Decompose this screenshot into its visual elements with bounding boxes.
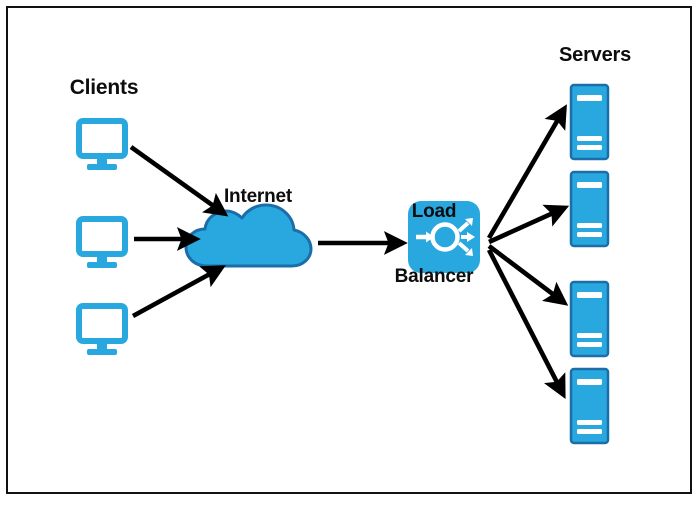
arrow-client3-to-internet [131,265,226,319]
client-3-monitor-icon [76,303,128,355]
load-balancer-label-line2: Balancer [394,266,474,288]
internet-label: Internet [223,186,293,207]
arrow-client1-to-internet [129,145,229,217]
load-balancer-label: Load Balancer [377,157,491,332]
load-balancer-icon [408,201,480,273]
arrow-loadbalancer-to-server4 [486,248,566,399]
servers-label: Servers [559,44,631,66]
server-4-icon [569,367,610,445]
client-1-monitor-icon [76,118,128,170]
clients-label: Clients [69,76,139,99]
server-1-icon [569,83,610,161]
server-2-icon [569,170,610,248]
client-2-monitor-icon [76,216,128,268]
arrow-loadbalancer-to-server3 [487,244,569,306]
internet-cloud-icon [184,203,313,268]
load-balancer-label-line1: Load [411,200,457,222]
arrow-loadbalancer-to-server1 [487,104,567,240]
server-3-icon [569,280,610,358]
arrow-loadbalancer-to-server2 [488,204,570,245]
